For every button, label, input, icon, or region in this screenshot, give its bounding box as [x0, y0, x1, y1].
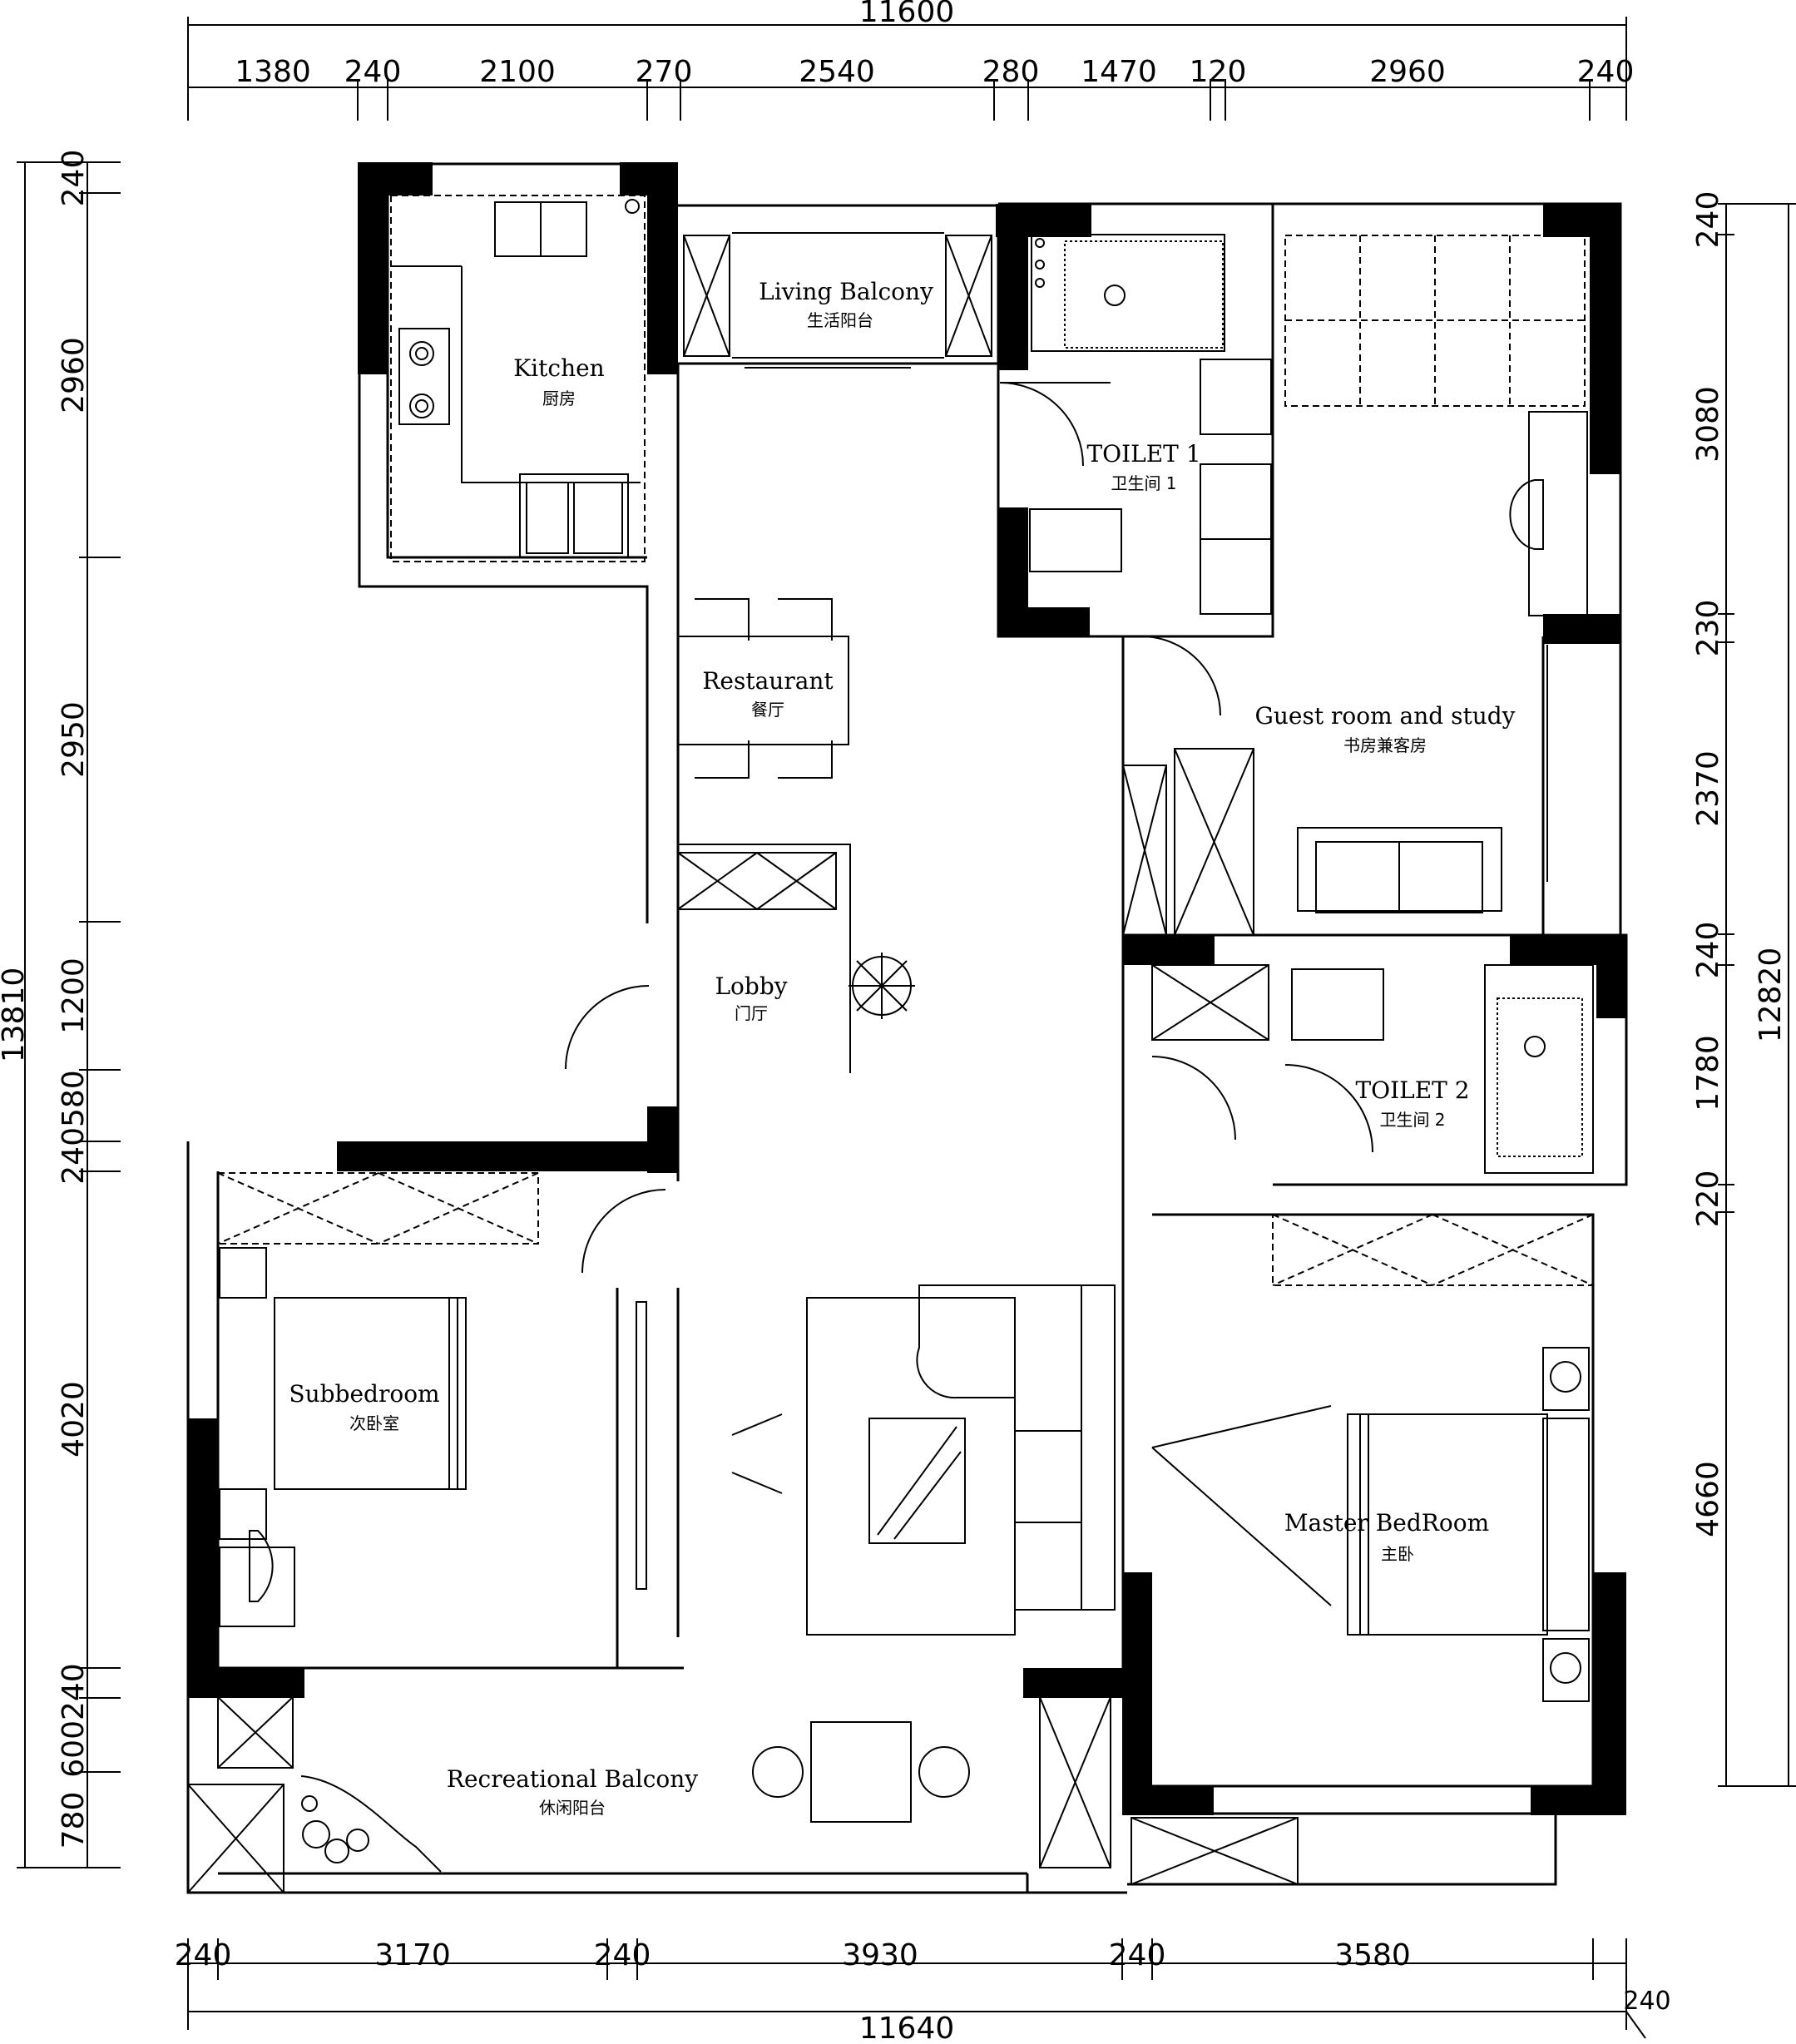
- kitchen-label-cn: 厨房: [542, 389, 576, 408]
- toilet-1-label: TOILET 1: [1086, 440, 1200, 468]
- bottom-extra-dim: 240: [1623, 1987, 1670, 2016]
- right-dimension-lines: [1718, 203, 1796, 1787]
- restaurant-label-cn: 餐厅: [751, 700, 784, 720]
- top-dim-9: 2960: [1369, 55, 1446, 89]
- toilet-1-label-cn: 卫生间 1: [1111, 473, 1176, 493]
- top-dim-10: 240: [1577, 55, 1635, 89]
- top-dimension-labels: 11600 1380 240 2100 270 2540 280 1470 12…: [235, 0, 1634, 89]
- shower-tray: [1031, 234, 1225, 352]
- right-dim-5: 240: [1691, 922, 1725, 979]
- right-dim-4: 2370: [1691, 750, 1725, 827]
- left-dim-3: 2950: [57, 701, 91, 778]
- left-dimension-lines: [17, 161, 121, 1868]
- toilet-2-label: TOILET 2: [1355, 1076, 1469, 1104]
- master-bedroom-label-cn: 主卧: [1381, 1544, 1414, 1564]
- bottom-dim-4: 3930: [842, 1938, 918, 1972]
- top-dim-5: 2540: [799, 55, 875, 89]
- stove-icon: [398, 328, 450, 425]
- left-dim-5: 240580: [57, 1070, 91, 1184]
- tv-unit: [636, 1301, 783, 1590]
- top-dim-8: 120: [1190, 55, 1247, 89]
- guest-sofa: [1297, 827, 1502, 913]
- subbedroom-wardrobe: [217, 1172, 539, 1245]
- left-dimension-labels: 13810 240 2960 2950 1200 240580 4020 600…: [0, 150, 91, 1849]
- guest-desk: [1509, 411, 1588, 616]
- right-dim-6: 1780: [1691, 1035, 1725, 1111]
- dining-table: [677, 598, 849, 779]
- left-dim-7: 600240: [57, 1663, 91, 1777]
- master-door: [1151, 1405, 1332, 1606]
- guest-wardrobe: [1284, 235, 1586, 407]
- decor-plant-icon: [849, 953, 915, 1019]
- lobby-cabinet: [677, 844, 851, 1073]
- master-bed: [1347, 1347, 1590, 1702]
- right-total-dim: 12820: [1754, 948, 1788, 1043]
- master-bedroom-label: Master BedRoom: [1284, 1509, 1489, 1537]
- left-dim-1: 240: [57, 150, 91, 207]
- sofa: [916, 1284, 1116, 1611]
- lobby-label-cn: 门厅: [735, 1003, 768, 1023]
- toilet-1-fixtures: [999, 359, 1272, 615]
- left-dim-4: 1200: [57, 958, 91, 1034]
- recreational-balcony-label-cn: 休闲阳台: [539, 1798, 606, 1818]
- restaurant-label: Restaurant: [702, 667, 834, 695]
- balcony-cabinets: [187, 1696, 1111, 1893]
- balcony-table-set: [752, 1721, 970, 1823]
- subbedroom-bed: [219, 1247, 467, 1627]
- lobby-door: [565, 985, 650, 1070]
- solid-walls: [188, 162, 1626, 1815]
- right-dim-8: 4660: [1691, 1461, 1725, 1537]
- living-rug: [806, 1297, 1016, 1636]
- subbedroom-door: [581, 1189, 666, 1274]
- bottom-dim-5: 240: [1109, 1938, 1166, 1972]
- subbedroom-label: Subbedroom: [289, 1380, 439, 1408]
- lobby-label: Lobby: [715, 973, 787, 1000]
- top-dim-4: 270: [636, 55, 693, 89]
- top-dimension-lines: [187, 17, 1627, 121]
- top-dim-1: 1380: [235, 55, 311, 89]
- left-dim-6: 4020: [57, 1381, 91, 1458]
- top-total-dim: 11600: [859, 0, 955, 29]
- living-balcony-label-cn: 生活阳台: [807, 310, 873, 330]
- right-dim-7: 220: [1691, 1170, 1725, 1228]
- wall-outlines: [186, 162, 1628, 1894]
- bottom-dim-2: 3170: [374, 1938, 451, 1972]
- master-balcony-cabinet: [1131, 1817, 1299, 1885]
- balcony-planter: [300, 1775, 442, 1873]
- right-dim-3: 230: [1691, 600, 1725, 657]
- room-labels: Kitchen 厨房 Living Balcony 生活阳台 TOILET 1 …: [289, 278, 1515, 1818]
- bottom-dim-6: 3580: [1334, 1938, 1411, 1972]
- left-dim-8: 780: [57, 1792, 91, 1849]
- right-dim-1: 240: [1691, 191, 1725, 249]
- bottom-dim-3: 240: [594, 1938, 651, 1972]
- bottom-dimension-lines: [187, 1938, 1646, 2039]
- top-dim-3: 2100: [479, 55, 556, 89]
- recreational-balcony-label: Recreational Balcony: [447, 1765, 698, 1793]
- bottom-dim-1: 240: [175, 1938, 232, 1972]
- living-balcony-cabinets: [683, 232, 992, 369]
- toilet-2-fixtures: [1151, 964, 1594, 1174]
- bottom-dimension-labels: 240 3170 240 3930 240 3580 11640 240: [175, 1938, 1671, 2044]
- guest-room-label: Guest room and study: [1255, 702, 1516, 730]
- kitchen-label: Kitchen: [513, 354, 604, 382]
- living-balcony-label: Living Balcony: [759, 278, 933, 305]
- bottom-total-dim: 11640: [859, 2012, 955, 2044]
- top-dim-6: 280: [982, 55, 1040, 89]
- subbedroom-label-cn: 次卧室: [349, 1413, 399, 1433]
- toilet-2-wardrobe: [1272, 1214, 1594, 1286]
- top-dim-2: 240: [344, 55, 402, 89]
- right-dimension-labels: 12820 240 3080 230 2370 240 1780 220 466…: [1691, 191, 1788, 1537]
- left-total-dim: 13810: [0, 968, 31, 1063]
- right-dim-2: 3080: [1691, 386, 1725, 463]
- fridge-icon: [519, 473, 629, 558]
- guest-cabinets: [1122, 636, 1548, 936]
- left-dim-2: 2960: [57, 337, 91, 413]
- top-dim-7: 1470: [1081, 55, 1157, 89]
- toilet-2-label-cn: 卫生间 2: [1379, 1110, 1445, 1130]
- guest-room-label-cn: 书房兼客房: [1343, 735, 1427, 755]
